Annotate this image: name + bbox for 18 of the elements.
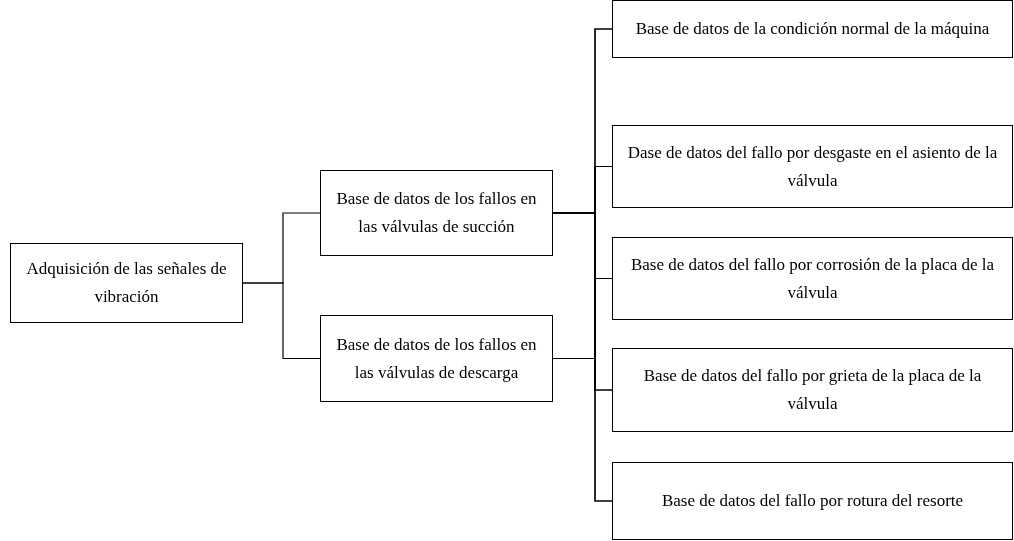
box-text: Dase de datos del fallo por desgaste en el asiento de la válvula <box>626 141 999 192</box>
process-box <box>612 462 1013 540</box>
box-text: Base de datos del fallo por corrosión de la placa de la válvula <box>630 253 995 304</box>
process-box <box>320 315 553 402</box>
connector-line <box>552 357 613 502</box>
box-text: Base de datos del fallo por rotura del resorte <box>661 490 964 512</box>
connector-line <box>242 282 321 360</box>
process-box <box>320 170 553 256</box>
box-text: Base de datos de la condición normal de la máquina <box>635 18 990 40</box>
process-box <box>10 243 243 323</box>
box-text: Base de datos del fallo por grieta de la placa de la válvula <box>642 365 983 415</box>
box-text: Base de datos de los fallos en las válvulas de succión <box>335 188 538 238</box>
process-box <box>612 348 1013 432</box>
box-text: Adquisición de las señales de vibración <box>25 258 228 308</box>
process-box <box>612 0 1013 58</box>
box-text: Base de datos de los fallos en las válvulas de descarga <box>335 333 538 384</box>
process-box <box>612 125 1013 208</box>
process-box <box>612 237 1013 320</box>
